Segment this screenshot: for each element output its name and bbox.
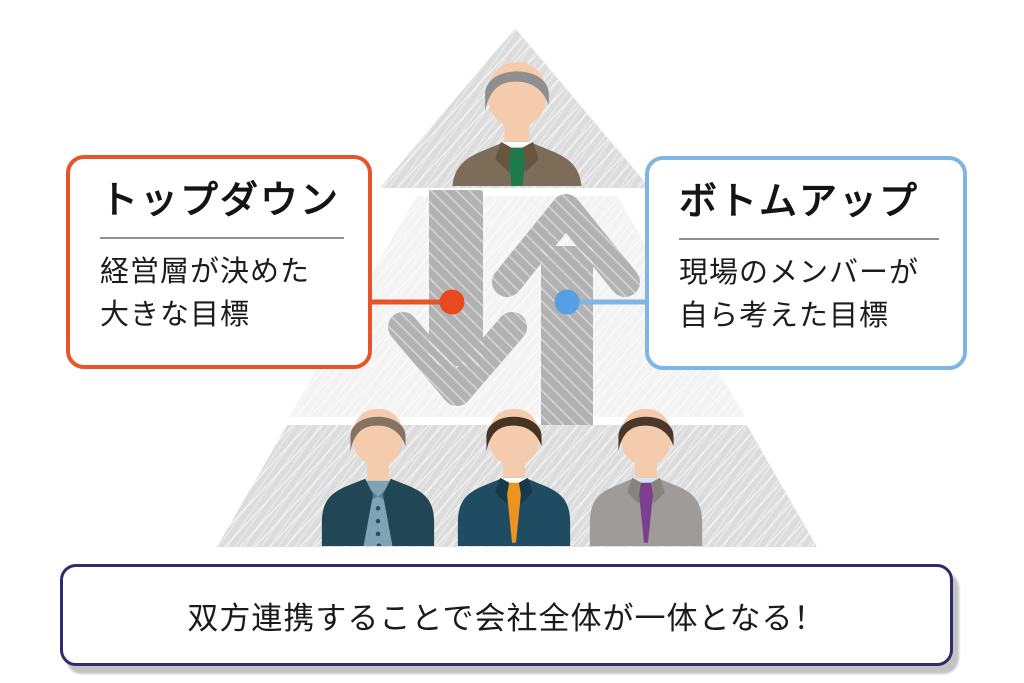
bottom-up-connector-dot <box>554 289 580 315</box>
top-down-description-line1: 経営層が決めた <box>100 255 311 288</box>
conclusion-banner-text: 双方連携することで会社全体が一体となる！ <box>187 600 826 636</box>
down-arrow-icon <box>388 190 527 406</box>
executive-icon <box>452 62 582 186</box>
bottom-up-card-title: ボトムアップ <box>679 181 920 223</box>
up-arrow-icon <box>492 194 640 425</box>
employee-figure-1 <box>314 400 442 546</box>
top-down-card: トップダウン 経営層が決めた 大きな目標 <box>66 155 372 369</box>
employee-icon <box>589 408 703 546</box>
employee-icon <box>321 408 435 546</box>
top-down-card-divider <box>100 236 344 239</box>
employee-figure-3 <box>582 400 710 546</box>
bottom-up-description-line2: 自ら考えた目標 <box>679 299 890 332</box>
conclusion-banner: 双方連携することで会社全体が一体となる！ <box>60 564 953 666</box>
bottom-up-card-divider <box>679 237 939 240</box>
employee-icon <box>457 408 571 546</box>
top-down-card-title: トップダウン <box>100 180 341 222</box>
bottom-up-card: ボトムアップ 現場のメンバーが 自ら考えた目標 <box>645 156 967 370</box>
bottom-up-description-line1: 現場のメンバーが <box>679 256 920 289</box>
employee-figure-2 <box>450 400 578 546</box>
top-down-description-line2: 大きな目標 <box>100 298 251 331</box>
top-down-card-description: 経営層が決めた 大きな目標 <box>100 251 344 337</box>
bottom-up-card-description: 現場のメンバーが 自ら考えた目標 <box>679 252 939 338</box>
executive-figure <box>443 52 591 186</box>
top-down-connector-dot <box>439 289 465 315</box>
